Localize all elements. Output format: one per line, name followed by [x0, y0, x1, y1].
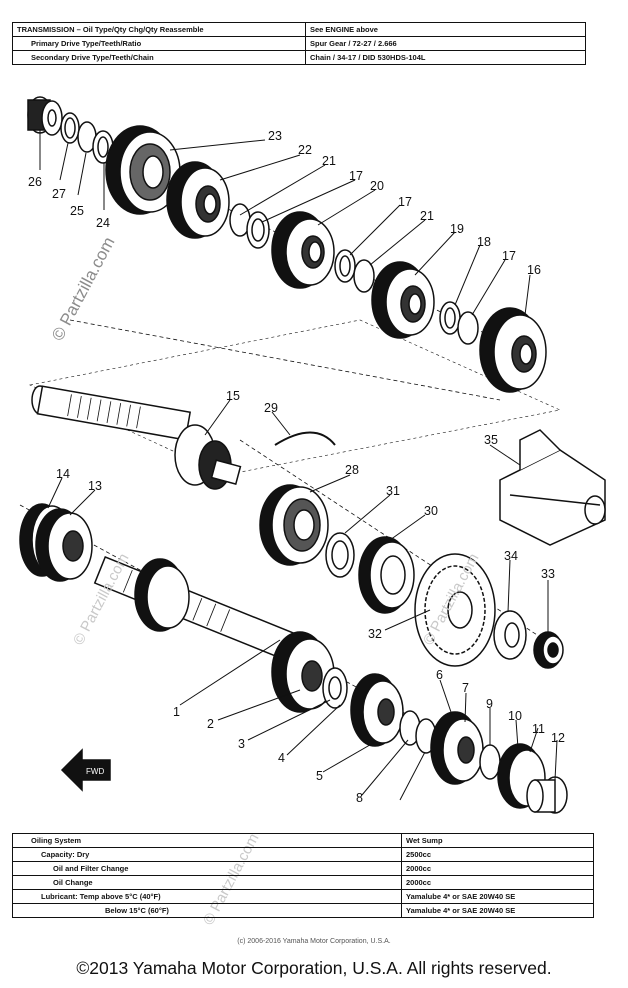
main-shaft-assembly	[19, 503, 568, 814]
sprocket-32	[414, 553, 496, 667]
callout-27: 27	[52, 187, 66, 201]
callout-9: 9	[486, 697, 493, 711]
spec-value: Wet Sump	[401, 833, 594, 848]
spec-label: Below 15°C (60°F)	[12, 903, 402, 918]
callout-33: 33	[541, 567, 555, 581]
collar-31	[325, 532, 355, 578]
callout-numbers: 1 2 3 4 5 6 7 8 9 10 11 12 13 14 15 16 1…	[28, 129, 565, 805]
countershaft-15	[31, 385, 242, 490]
callout-17c: 17	[502, 249, 516, 263]
callout-29: 29	[264, 401, 278, 415]
callout-15: 15	[226, 389, 240, 403]
table-row: TRANSMISSION – Oil Type/Qty Chg/Qty Reas…	[12, 22, 586, 37]
circlip-21b	[353, 259, 375, 293]
table-row: Below 15°C (60°F) Yamalube 4* or SAE 20W…	[12, 903, 594, 918]
spec-value: Chain / 34-17 / DID 530HDS-104L	[305, 50, 586, 65]
spec-value: 2500cc	[401, 847, 594, 862]
spec-value: Yamalube 4* or SAE 20W40 SE	[401, 903, 594, 918]
bearing-26	[27, 96, 63, 136]
spec-value: 2000cc	[401, 875, 594, 890]
callout-3: 3	[238, 737, 245, 751]
callout-23: 23	[268, 129, 282, 143]
oil-spec-table: Oiling System Wet Sump Capacity: Dry 250…	[12, 833, 594, 918]
oil-seal-30	[358, 536, 415, 614]
table-row: Primary Drive Type/Teeth/Ratio Spur Gear…	[12, 36, 586, 51]
transmission-spec-table: TRANSMISSION – Oil Type/Qty Chg/Qty Reas…	[12, 22, 586, 65]
table-row: Lubricant: Temp above 5°C (40°F) Yamalub…	[12, 889, 594, 904]
spec-value: Yamalube 4* or SAE 20W40 SE	[401, 889, 594, 904]
callout-6: 6	[436, 668, 443, 682]
callout-18: 18	[477, 235, 491, 249]
nut-33	[533, 631, 564, 669]
spec-label: Oiling System	[12, 833, 402, 848]
table-row: Secondary Drive Type/Teeth/Chain Chain /…	[12, 50, 586, 65]
callout-31: 31	[386, 484, 400, 498]
small-copyright: (c) 2006-2016 Yamaha Motor Corporation, …	[237, 938, 391, 945]
half-ring-29	[274, 431, 336, 446]
callout-28: 28	[345, 463, 359, 477]
callout-5: 5	[316, 769, 323, 783]
assembly-outline	[29, 319, 561, 476]
callout-19: 19	[450, 222, 464, 236]
callout-21b: 21	[420, 209, 434, 223]
front-arrow-icon: FWD	[60, 748, 111, 792]
lock-washer-34	[493, 610, 527, 660]
counter-shaft-gears	[27, 96, 547, 393]
circlip-17c	[457, 311, 479, 345]
callout-11: 11	[532, 722, 545, 736]
spec-label: Oil Change	[12, 875, 402, 890]
callout-10: 10	[508, 709, 522, 723]
callout-16: 16	[527, 263, 541, 277]
table-row: Oil and Filter Change 2000cc	[12, 861, 594, 876]
bracket-35	[499, 429, 606, 546]
callout-4: 4	[278, 751, 285, 765]
callout-12: 12	[551, 731, 565, 745]
callout-32: 32	[368, 627, 382, 641]
callout-25: 25	[70, 204, 84, 218]
callout-22: 22	[298, 143, 312, 157]
callout-30: 30	[424, 504, 438, 518]
gear-16	[479, 307, 547, 393]
spec-label: Oil and Filter Change	[12, 861, 402, 876]
callout-1: 1	[173, 705, 180, 719]
svg-text:FWD: FWD	[86, 767, 104, 776]
callout-35: 35	[484, 433, 498, 447]
gear-20	[271, 211, 335, 289]
callout-34: 34	[504, 549, 518, 563]
callout-8: 8	[356, 791, 363, 805]
table-row: Oil Change 2000cc	[12, 875, 594, 890]
callout-26: 26	[28, 175, 42, 189]
callout-24: 24	[96, 216, 110, 230]
callout-21a: 21	[322, 154, 336, 168]
gear-22	[166, 161, 230, 239]
callout-17b: 17	[398, 195, 412, 209]
callout-7: 7	[462, 681, 469, 695]
callout-20: 20	[370, 179, 384, 193]
bearing-28	[259, 484, 329, 566]
callout-17a: 17	[349, 169, 363, 183]
table-row: Capacity: Dry 2500cc	[12, 847, 594, 862]
leader-lines	[39, 130, 558, 801]
footer-copyright: ©2013 Yamaha Motor Corporation, U.S.A. A…	[76, 958, 552, 978]
spec-label: Capacity: Dry	[12, 847, 402, 862]
spec-value: 2000cc	[401, 861, 594, 876]
gear-19	[371, 261, 435, 339]
gear-23	[105, 125, 181, 215]
table-row: Oiling System Wet Sump	[12, 833, 594, 848]
spec-label: Lubricant: Temp above 5°C (40°F)	[12, 889, 402, 904]
callout-13: 13	[88, 479, 102, 493]
callout-2: 2	[207, 717, 214, 731]
callout-14: 14	[56, 467, 70, 481]
